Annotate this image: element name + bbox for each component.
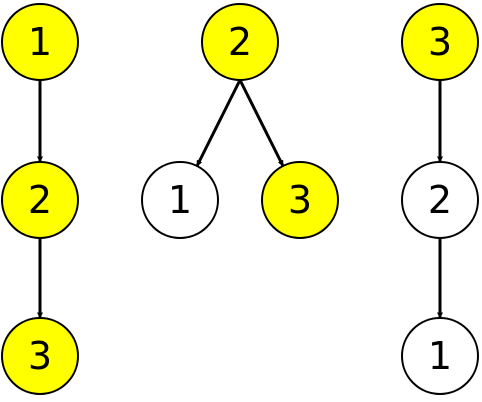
node-label: 2: [228, 20, 252, 64]
tree-node-t2-left: 1: [141, 161, 219, 239]
tree-node-t2-right: 3: [261, 161, 339, 239]
node-label: 2: [28, 178, 52, 222]
tree-node-t1-leaf: 3: [1, 317, 79, 395]
node-label: 3: [28, 334, 52, 378]
tree-node-t2-root: 2: [201, 3, 279, 81]
node-circle: [401, 317, 479, 395]
node-circle: [1, 161, 79, 239]
node-circle: [201, 3, 279, 81]
tree-node-t3-leaf: 1: [401, 317, 479, 395]
node-circle: [261, 161, 339, 239]
nodes-layer: 1 2 3 2 1 3 3 2 1: [1, 3, 479, 395]
node-circle: [1, 3, 79, 81]
node-label: 3: [288, 178, 312, 222]
node-label: 1: [168, 178, 192, 222]
node-label: 1: [28, 20, 52, 64]
node-circle: [401, 3, 479, 81]
node-label: 2: [428, 178, 452, 222]
tree-node-t3-root: 3: [401, 3, 479, 81]
edge-arrow-t2-root-to-t2-left: [195, 79, 242, 167]
edge-arrow-t2-root-to-t2-right: [238, 79, 285, 167]
tree-node-t1-mid: 2: [1, 161, 79, 239]
tree-node-t3-mid: 2: [401, 161, 479, 239]
edges-layer: [37, 79, 443, 319]
tree-node-t1-root: 1: [1, 3, 79, 81]
node-label: 3: [428, 20, 452, 64]
node-circle: [1, 317, 79, 395]
node-circle: [401, 161, 479, 239]
node-circle: [141, 161, 219, 239]
node-label: 1: [428, 334, 452, 378]
